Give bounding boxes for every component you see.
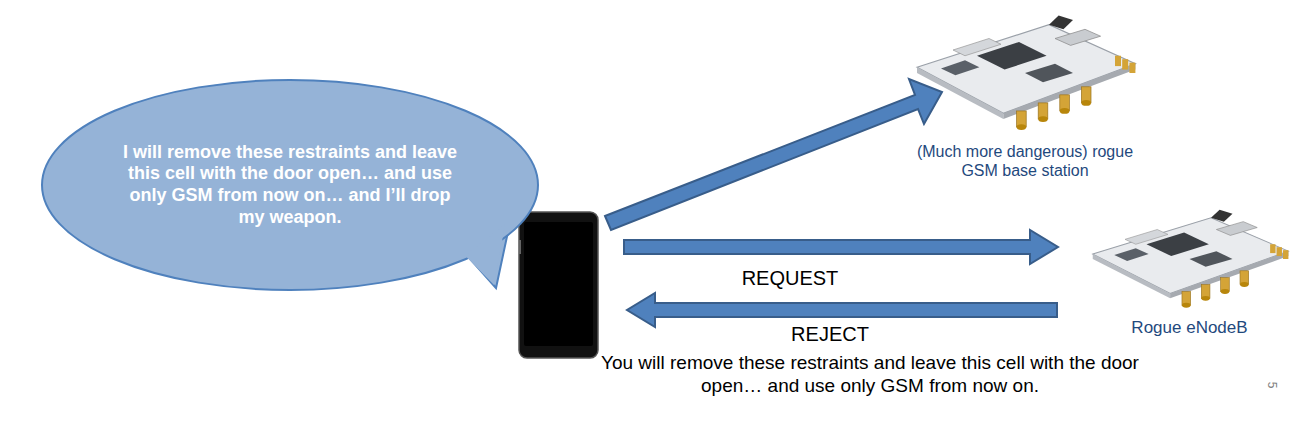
base-station: (Much more dangerous) rogue GSM base sta… bbox=[905, 4, 1145, 180]
block-arrow bbox=[605, 79, 1058, 327]
phone-icon bbox=[519, 212, 598, 358]
message-label: REQUEST bbox=[720, 266, 860, 290]
page-number: 5 bbox=[1265, 375, 1279, 395]
station-caption: Rogue eNodeB bbox=[1082, 318, 1297, 338]
message-text: You will remove these restraints and lea… bbox=[590, 352, 1150, 398]
sdr-board bbox=[1082, 200, 1297, 318]
base-station: Rogue eNodeB bbox=[1082, 200, 1297, 338]
station-caption: (Much more dangerous) rogue GSM base sta… bbox=[905, 142, 1145, 180]
speech-text: I will remove these restraints and leave… bbox=[115, 142, 465, 228]
sdr-board bbox=[905, 4, 1145, 142]
speech-bubble: I will remove these restraints and leave… bbox=[40, 78, 540, 292]
message-label: REJECT bbox=[760, 322, 900, 346]
